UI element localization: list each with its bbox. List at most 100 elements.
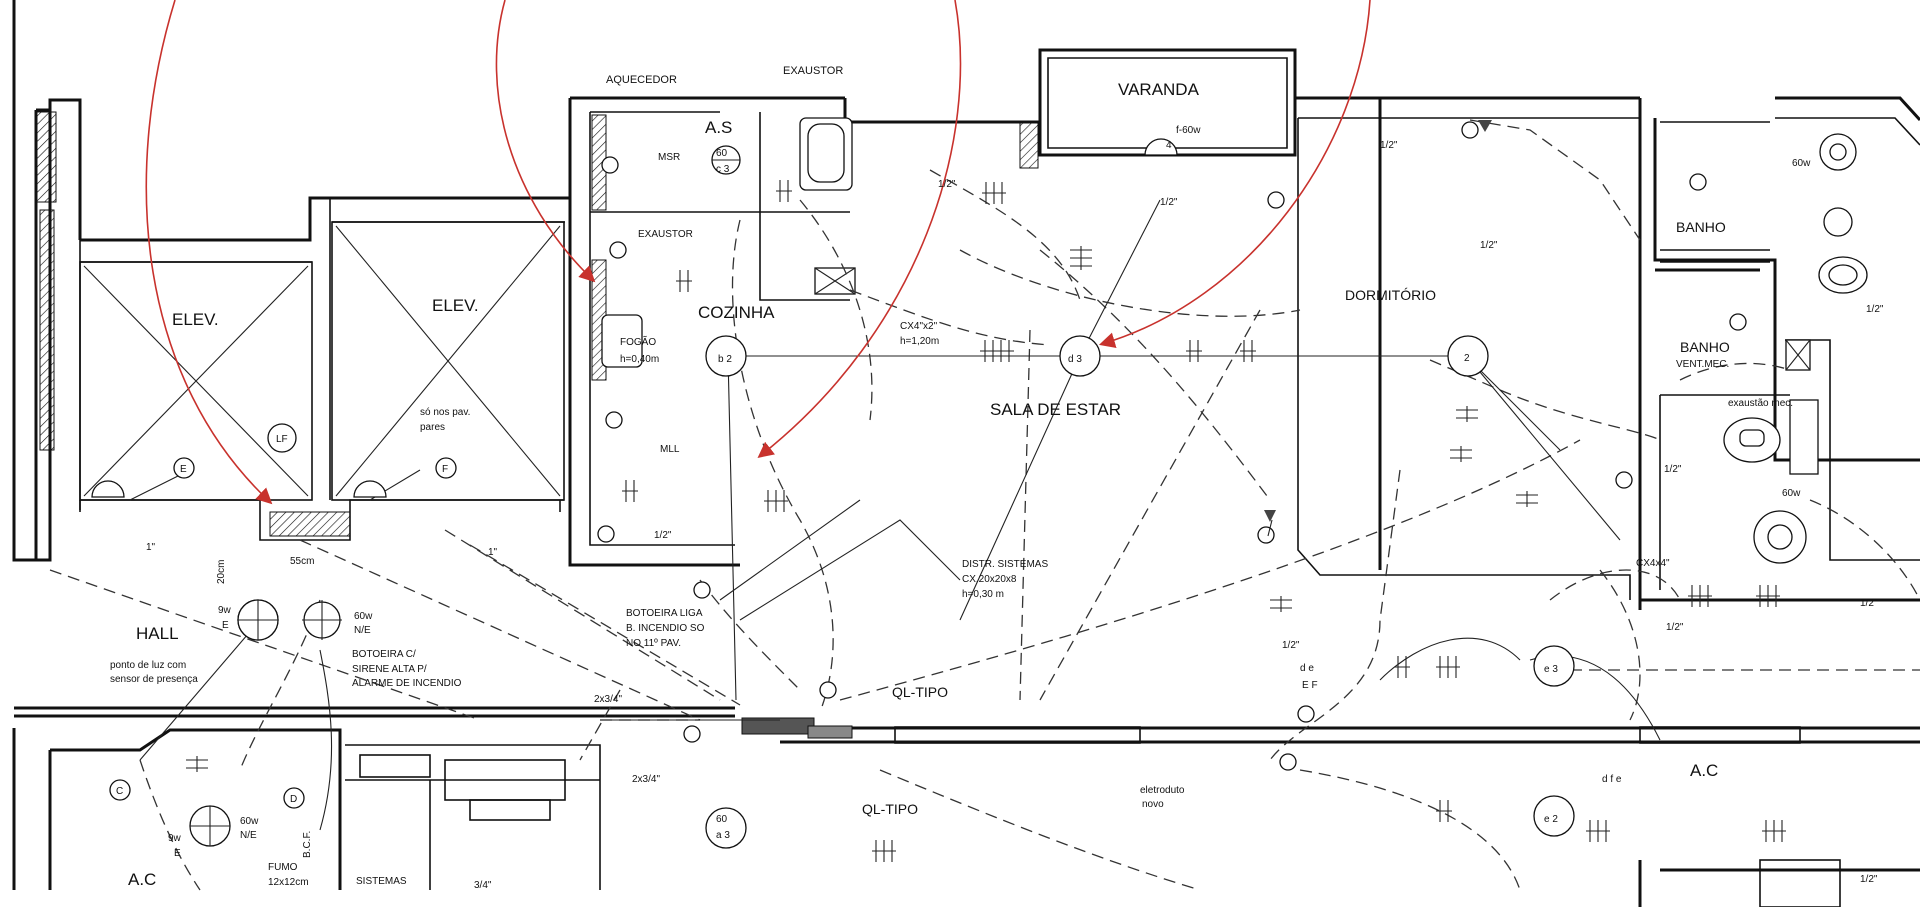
label-ne-hall: N/E xyxy=(354,625,371,636)
label-lamp-d3: d 3 xyxy=(1068,354,1082,365)
label-so-nos-pav-2: pares xyxy=(420,422,445,433)
room-elev-2: ELEV. xyxy=(432,296,479,315)
label-fumo-1: FUMO xyxy=(268,862,298,873)
label-half-f: 1/2" xyxy=(1282,640,1300,651)
label-w9-bottom: 9w xyxy=(168,833,182,844)
room-dormitorio: DORMITÓRIO xyxy=(1345,287,1436,303)
label-lamp-e3: e 3 xyxy=(1544,664,1558,675)
label-fumo-2: 12x12cm xyxy=(268,877,309,888)
label-fogao-h: h=0,40m xyxy=(620,354,659,365)
label-w60-hall: 60w xyxy=(354,611,373,622)
label-circ-f: F xyxy=(442,464,448,475)
label-half-c: 1/2" xyxy=(1380,140,1398,151)
label-sistemas: SISTEMAS xyxy=(356,876,407,887)
label-dim-20cm: 20cm xyxy=(216,560,227,584)
room-banho-1: BANHO xyxy=(1676,219,1726,235)
label-botoeira-c-1: BOTOEIRA C/ xyxy=(352,649,416,660)
label-botoeira-liga-2: B. INCENDIO SO xyxy=(626,623,705,634)
room-hall: HALL xyxy=(136,624,179,643)
walls xyxy=(12,0,1920,907)
label-half-h: 1/2" xyxy=(1666,622,1684,633)
label-ponto-luz-2: sensor de presença xyxy=(110,674,198,685)
label-bcf: B.C.F. xyxy=(302,831,313,858)
label-w60-banho-top: 60w xyxy=(1792,158,1811,169)
room-banho-2-sub: VENT.MEC. xyxy=(1676,359,1729,370)
label-lamp-60-bottom: 60 xyxy=(716,814,728,825)
label-cx4x4: CX4x4" xyxy=(1636,558,1670,569)
label-lamp-60-as: 60 xyxy=(716,148,728,159)
label-dim-55cm: 55cm xyxy=(290,556,314,567)
label-duto-3-4-a: 2x3/4" xyxy=(594,694,622,705)
label-distr-sistemas: DISTR. SISTEMAS xyxy=(962,559,1048,570)
room-banho-2: BANHO xyxy=(1680,339,1730,355)
label-so-nos-pav-1: só nos pav. xyxy=(420,407,470,418)
label-fogao: FOGÃO xyxy=(620,335,656,348)
label-duto-3-4-c: 3/4" xyxy=(474,880,492,891)
wiring-runs xyxy=(49,119,1920,891)
room-ac-right: A.C xyxy=(1690,761,1718,780)
room-sala-de-estar: SALA DE ESTAR xyxy=(990,400,1121,419)
label-exaustor-top: EXAUSTOR xyxy=(783,65,843,77)
label-half-b: 1/2" xyxy=(1160,197,1178,208)
label-w9-hall: 9w xyxy=(218,605,232,616)
label-lamp-2: 2 xyxy=(1464,353,1470,364)
label-cx4x2: CX4"x2" xyxy=(900,321,938,332)
label-eletroduto-2: novo xyxy=(1142,799,1164,810)
light-points xyxy=(91,120,1747,849)
label-lamp-e2: e 2 xyxy=(1544,814,1558,825)
label-ql-tipo-1: QL-TIPO xyxy=(892,684,948,700)
room-labels: VARANDA A.S COZINHA SALA DE ESTAR DORMIT… xyxy=(128,80,1730,889)
label-ponto-luz-1: ponto de luz com xyxy=(110,660,186,671)
label-lamp-a3: a 3 xyxy=(716,830,730,841)
label-half-e: 1/2" xyxy=(654,530,672,541)
label-distr-cx: CX.20x20x8 xyxy=(962,574,1017,585)
annotation-arrows xyxy=(145,0,1371,505)
room-varanda: VARANDA xyxy=(1118,80,1200,99)
label-lf: LF xyxy=(276,434,288,445)
label-half-j: 1/2" xyxy=(1860,874,1878,885)
label-eletroduto-1: eletroduto xyxy=(1140,785,1185,796)
label-e-bottom: E xyxy=(174,848,181,859)
label-botoeira-liga-3: NO 11º PAV. xyxy=(626,638,681,649)
label-circ-e: E xyxy=(180,464,187,475)
label-w60-banho: 60w xyxy=(1782,488,1801,499)
label-duto-2: 1" xyxy=(488,547,498,558)
room-as: A.S xyxy=(705,118,732,137)
room-elev-1: ELEV. xyxy=(172,310,219,329)
label-lamp-b2: b 2 xyxy=(718,354,732,365)
label-lamp-varanda: f-60w xyxy=(1176,125,1201,136)
label-circ-dfe: d f e xyxy=(1602,774,1622,785)
label-botoeira-liga-1: BOTOEIRA LIGA xyxy=(626,608,703,619)
label-circ-ef: E F xyxy=(1302,680,1318,691)
circuit-ticks xyxy=(186,180,1786,862)
label-distr-h: h=0,30 m xyxy=(962,589,1004,600)
label-duto-3-4-b: 2x3/4" xyxy=(632,774,660,785)
label-half-g: 1/2" xyxy=(1664,464,1682,475)
label-w60-bottom: 60w xyxy=(240,816,259,827)
label-circ-c: C xyxy=(116,786,123,797)
label-e-hall: E xyxy=(222,620,229,631)
label-msr: MSR xyxy=(658,152,680,163)
label-mll: MLL xyxy=(660,444,680,455)
label-duto-1: 1" xyxy=(146,542,156,553)
label-lamp-varanda-num: 4 xyxy=(1166,140,1172,151)
room-ac-left: A.C xyxy=(128,870,156,889)
label-aquecedor: AQUECEDOR xyxy=(606,74,677,86)
label-circ-d: D xyxy=(290,794,297,805)
label-botoeira-c-2: SIRENE ALTA P/ xyxy=(352,664,427,675)
label-half-d: 1/2" xyxy=(1480,240,1498,251)
label-ne-bottom: N/E xyxy=(240,830,257,841)
room-cozinha: COZINHA xyxy=(698,303,775,322)
label-half-i: 1/2" xyxy=(1860,598,1878,609)
annotation-labels: AQUECEDOR EXAUSTOR EXAUSTOR MSR FOGÃO h=… xyxy=(110,65,1884,891)
label-botoeira-c-3: ALARME DE INCENDIO xyxy=(352,678,462,689)
label-exaustao-mec: exaustão mec. xyxy=(1728,398,1793,409)
label-circ-d-e: d e xyxy=(1300,663,1314,674)
label-half-k: 1/2" xyxy=(1866,304,1884,315)
label-cx4x2-h: h=1,20m xyxy=(900,336,939,347)
label-lamp-c3: c 3 xyxy=(716,164,730,175)
label-ql-tipo-2: QL-TIPO xyxy=(862,801,918,817)
label-exaustor-kitchen: EXAUSTOR xyxy=(638,229,693,240)
label-half-a: 1/2" xyxy=(938,179,956,190)
